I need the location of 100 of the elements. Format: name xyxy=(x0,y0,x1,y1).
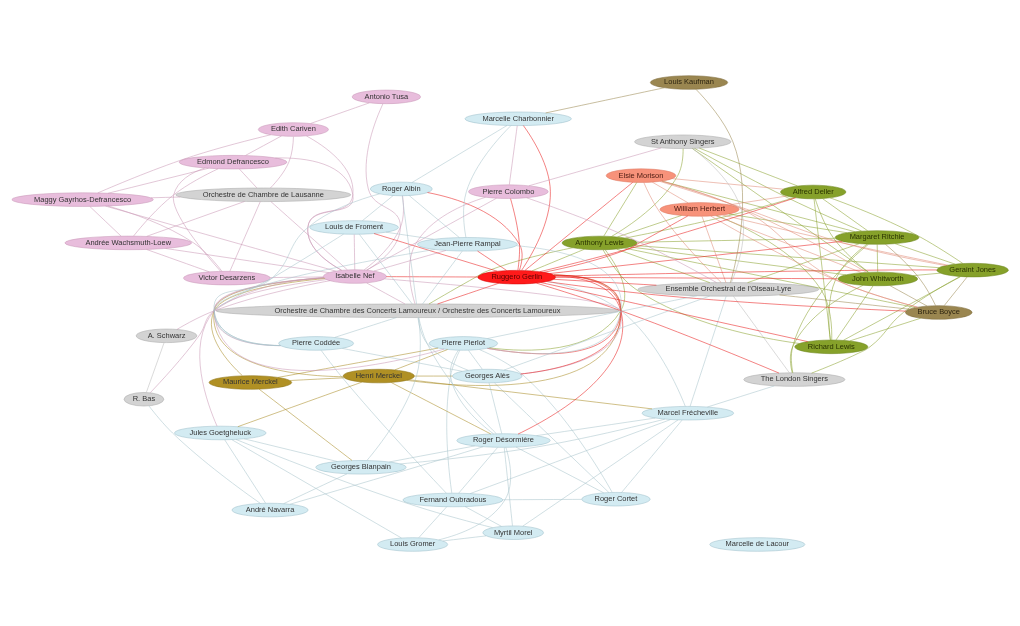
node-ellipse: Roger Albin xyxy=(370,181,433,196)
node-ellipse: Maggy Gayrhos-Defrancesco xyxy=(11,192,154,207)
connector xyxy=(509,124,518,185)
connector xyxy=(510,197,520,271)
node-ellipse: Victor Desarzens xyxy=(183,270,271,285)
connector xyxy=(245,135,282,156)
connector xyxy=(625,196,795,238)
node-ellipse: Henri Merckel xyxy=(342,368,415,383)
connector xyxy=(835,285,874,340)
connector xyxy=(488,382,503,434)
connector xyxy=(400,418,666,464)
connector xyxy=(553,278,657,285)
connector xyxy=(634,244,940,268)
connector xyxy=(270,135,294,188)
connector xyxy=(503,295,711,370)
connector xyxy=(341,347,463,372)
node-ellipse: Marcelle de Lacour xyxy=(709,536,806,552)
connector xyxy=(359,233,413,304)
node-ellipse: Marcelle Charbonnier xyxy=(464,111,572,126)
node-ellipse: Jean-Pierre Rampal xyxy=(417,236,518,251)
connector xyxy=(526,197,717,283)
connector xyxy=(365,103,401,270)
connector xyxy=(822,197,868,231)
connector xyxy=(148,405,261,504)
connector xyxy=(334,316,397,338)
connector xyxy=(353,233,356,270)
node-ellipse: Bruce Boyce xyxy=(905,304,973,319)
connector xyxy=(235,438,493,528)
connector xyxy=(411,124,508,183)
connector xyxy=(408,378,653,409)
connector xyxy=(438,446,511,540)
connector xyxy=(97,134,272,193)
connector xyxy=(373,232,498,271)
connector xyxy=(237,381,363,427)
connector xyxy=(943,276,968,306)
connector xyxy=(310,102,370,124)
connector xyxy=(283,473,348,504)
node-ellipse: Richard Lewis xyxy=(794,339,869,354)
connector xyxy=(146,342,165,393)
connector xyxy=(133,168,219,236)
connector xyxy=(107,205,223,272)
connector xyxy=(362,194,394,221)
node-ellipse: Roger Cortet xyxy=(581,491,651,506)
connector xyxy=(611,147,684,237)
connector xyxy=(502,498,582,500)
node-ellipse: Louis de Froment xyxy=(309,219,399,234)
node-ellipse: Marcel Frécheville xyxy=(641,405,734,420)
connector xyxy=(699,147,798,186)
node-ellipse: Andrée Wachsmuth-Loew xyxy=(64,235,192,250)
connector xyxy=(716,214,833,340)
connector xyxy=(545,87,665,113)
connector xyxy=(555,276,838,279)
connector xyxy=(616,248,710,283)
connector xyxy=(672,177,784,189)
connector xyxy=(733,295,790,373)
connector xyxy=(487,295,698,339)
connector xyxy=(258,388,353,461)
connector xyxy=(105,205,336,271)
connector xyxy=(146,248,210,272)
connector xyxy=(621,419,683,493)
connector xyxy=(176,279,331,330)
connector xyxy=(701,215,727,283)
connector xyxy=(829,197,964,264)
connector xyxy=(289,445,484,504)
connector xyxy=(790,284,864,373)
connector xyxy=(522,419,679,526)
connector xyxy=(422,250,463,304)
node-ellipse: Fernand Oubradous xyxy=(402,492,504,507)
connector xyxy=(389,445,475,462)
node-ellipse: Antonio Tusa xyxy=(351,89,421,104)
connector xyxy=(876,243,878,272)
connector xyxy=(146,200,245,237)
node-ellipse: Georges Blanpain xyxy=(315,459,407,474)
connector xyxy=(417,316,469,371)
connector xyxy=(173,167,221,272)
connector xyxy=(536,282,780,373)
node-ellipse: Pierre Colombo xyxy=(468,184,549,199)
node-ellipse: Anthony Lewis xyxy=(561,235,638,250)
connector xyxy=(394,348,448,370)
connector xyxy=(229,200,261,271)
connector xyxy=(652,181,689,203)
connector xyxy=(366,282,406,304)
connector xyxy=(540,281,808,342)
connector xyxy=(289,377,345,381)
connector xyxy=(695,88,743,283)
connector xyxy=(269,276,324,278)
connector xyxy=(277,347,439,378)
connector xyxy=(912,272,941,276)
connector xyxy=(479,348,613,493)
connector xyxy=(390,381,492,434)
connector xyxy=(555,269,938,276)
connector xyxy=(409,196,486,304)
node-ellipse: R. Bas xyxy=(123,391,165,406)
connector xyxy=(779,294,910,309)
connector xyxy=(517,274,624,434)
connector xyxy=(89,205,122,236)
connector xyxy=(366,197,497,270)
connector xyxy=(477,250,507,271)
connector xyxy=(636,237,836,242)
connector xyxy=(815,198,869,272)
